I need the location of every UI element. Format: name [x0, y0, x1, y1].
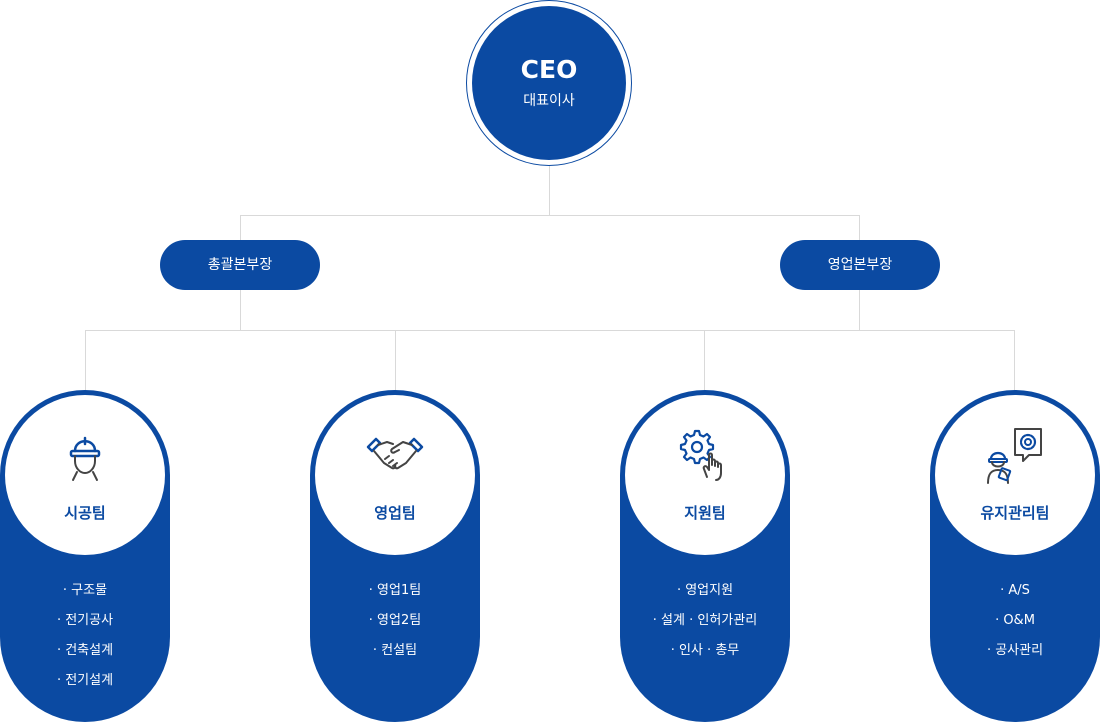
team-support-duties: · 영업지원 · 설계 · 인허가관리 · 인사 · 총무: [620, 576, 790, 666]
duty-item: · 인사 · 총무: [670, 643, 740, 658]
team-maintenance-header: 유지관리팀: [935, 395, 1095, 555]
ceo-node-ring: [466, 0, 632, 166]
duty-item: · 영업1팀: [368, 583, 422, 598]
duty-item: · 공사관리: [986, 643, 1044, 658]
duty-item: · 영업2팀: [368, 613, 422, 628]
ceo-title: CEO: [520, 55, 578, 84]
ceo-subtitle: 대표이사: [523, 93, 575, 109]
duty-item: · 영업지원: [676, 583, 734, 598]
team-support: 지원팀 · 영업지원 · 설계 · 인허가관리 · 인사 · 총무: [620, 390, 790, 722]
ceo-node: CEO 대표이사: [472, 6, 626, 160]
handshake-icon: [366, 437, 424, 470]
maintenance-worker-icon: [987, 428, 1042, 484]
team-construction-duties: · 구조물 · 전기공사 · 건축설계 · 전기설계: [0, 576, 170, 696]
team-sales-duties: · 영업1팀 · 영업2팀 · 컨설팀: [310, 576, 480, 666]
team-sales-header: 영업팀: [315, 395, 475, 555]
duty-item: · 구조물: [62, 583, 108, 598]
team-sales-name: 영업팀: [374, 504, 416, 522]
duty-item: · 전기설계: [56, 673, 114, 688]
division-general-head: 총괄본부장: [160, 240, 320, 290]
team-maintenance-name: 유지관리팀: [980, 504, 1050, 522]
duty-item: · 전기공사: [56, 613, 114, 628]
team-maintenance-duties: · A/S · O&M · 공사관리: [930, 576, 1100, 666]
duty-item: · A/S: [1000, 583, 1030, 598]
team-construction: 시공팀 · 구조물 · 전기공사 · 건축설계 · 전기설계: [0, 390, 170, 722]
duty-item: · O&M: [995, 613, 1035, 628]
team-construction-header: 시공팀: [5, 395, 165, 555]
duty-item: · 건축설계: [56, 643, 114, 658]
team-maintenance: 유지관리팀 · A/S · O&M · 공사관리: [930, 390, 1100, 722]
team-support-header: 지원팀: [625, 395, 785, 555]
team-sales: 영업팀 · 영업1팀 · 영업2팀 · 컨설팀: [310, 390, 480, 722]
team-support-name: 지원팀: [684, 504, 726, 522]
duty-item: · 설계 · 인허가관리: [652, 613, 758, 628]
construction-worker-icon: [69, 436, 101, 481]
division-sales-head: 영업본부장: [780, 240, 940, 290]
gear-touch-icon: [679, 429, 722, 481]
duty-item: · 컨설팀: [372, 643, 418, 658]
team-construction-name: 시공팀: [64, 504, 106, 522]
